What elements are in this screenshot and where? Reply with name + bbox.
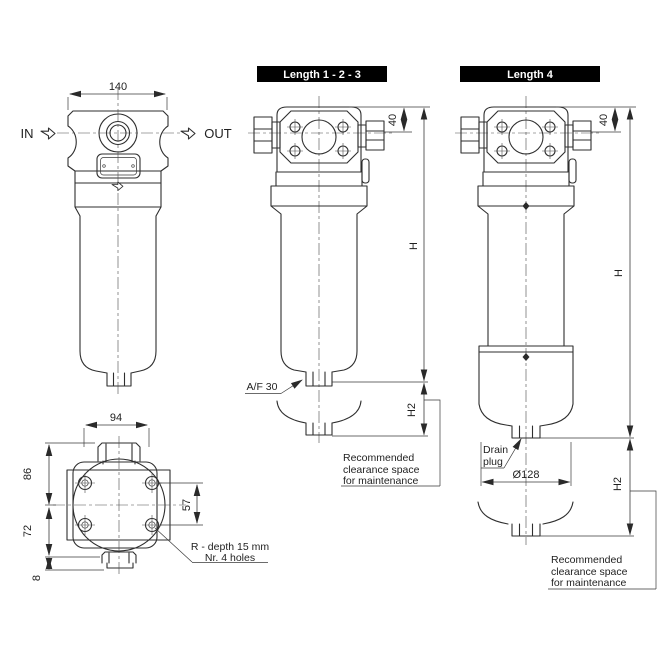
maintenance-note-l4-line3: for maintenance (551, 577, 626, 589)
hex-plug (106, 372, 132, 387)
body-flow-arrow-icon (111, 181, 124, 192)
dim-72: 72 (22, 525, 34, 537)
bolt-holes (75, 473, 162, 535)
flange-bolt-holes-l4 (494, 119, 558, 159)
view-bottom-flange: 94 (22, 412, 269, 581)
flange-bolt-holes (287, 119, 351, 159)
filter-body-outline (74, 170, 162, 374)
length4-label-bar (460, 66, 600, 82)
inlet-bore-l4 (508, 119, 544, 155)
view-length-123: Length 1 - 2 - 3 A/F 30 (245, 66, 441, 487)
maintenance-note-l4-line1: Recommended (551, 554, 622, 566)
holes-note-line1: R - depth 15 mm (191, 541, 269, 553)
drain-plug-line2: plug (483, 456, 503, 468)
dim-diameter-128: Ø128 (513, 469, 540, 481)
side-hex-ports-l4 (460, 116, 592, 154)
dim-H2-l123: H2 (406, 403, 418, 417)
inlet-bore (301, 119, 337, 155)
length123-title: Length 1 - 2 - 3 (283, 69, 361, 81)
maintenance-note-l123-line3: for maintenance (343, 475, 418, 487)
maintenance-note-l4-line2: clearance space (551, 566, 628, 578)
dim-H2-l4: H2 (612, 477, 624, 491)
dim-8: 8 (31, 575, 43, 581)
spanner-label: A/F 30 (247, 381, 278, 393)
view-ports-side: 140 IN OUT (21, 81, 232, 394)
datum-diamond-lower (522, 353, 530, 361)
dim-H-l4: H (613, 269, 625, 277)
side-boss-l4 (568, 158, 577, 184)
end-hex-af30 (305, 371, 333, 387)
dim-86: 86 (22, 468, 34, 480)
out-flow-arrow-icon (180, 127, 196, 140)
dim-40-l4: 40 (598, 114, 610, 126)
in-label: IN (21, 126, 34, 141)
maintenance-note-l123-line2: clearance space (343, 464, 420, 476)
length4-title: Length 4 (507, 69, 554, 81)
length123-label-bar (257, 66, 387, 82)
maintenance-note-l123-line1: Recommended (343, 452, 414, 464)
dim-57: 57 (181, 499, 193, 511)
drain-plug-hex (511, 425, 541, 439)
in-flow-arrow-icon (40, 127, 56, 140)
side-hex-ports (253, 116, 385, 154)
datum-diamond-upper (522, 202, 530, 210)
dim-140: 140 (109, 81, 127, 93)
nameplate (96, 153, 141, 179)
bowl-outline (478, 351, 574, 427)
out-label: OUT (204, 126, 232, 141)
head-block-l4 (483, 106, 569, 173)
head-block (276, 106, 362, 173)
drain-plug-line1: Drain (483, 444, 508, 456)
dim-94: 94 (110, 412, 122, 424)
bowl-removal-outline (477, 501, 574, 537)
holes-note-line2: Nr. 4 holes (205, 552, 255, 564)
element-removal-outline (276, 400, 362, 436)
dim-40-l123: 40 (387, 114, 399, 126)
side-boss (361, 158, 370, 184)
bowl-flange-band (478, 345, 574, 353)
view-length-4: Length 4 Drain (455, 66, 657, 590)
dim-H-l123: H (408, 242, 420, 250)
